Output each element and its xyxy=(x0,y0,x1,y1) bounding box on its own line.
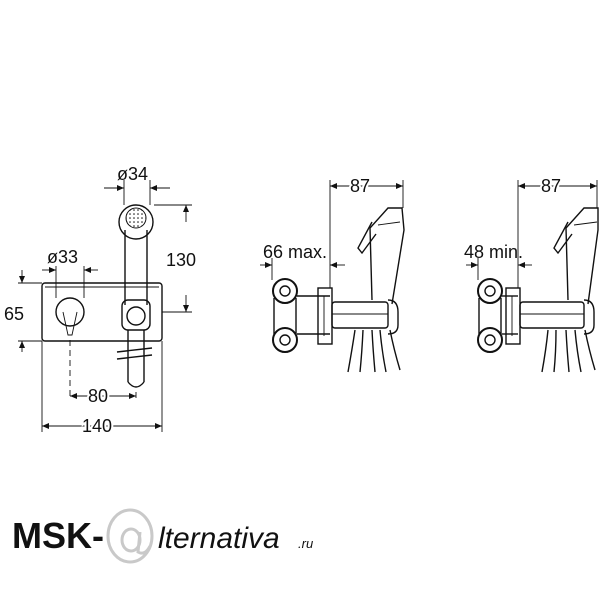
pipe-fitting-top xyxy=(477,278,503,304)
watermark-brand: MSK- xyxy=(12,515,104,556)
shower-head xyxy=(118,204,154,240)
watermark-suffix: .ru xyxy=(298,536,313,551)
dim-head-height: 130 xyxy=(166,250,196,270)
side-view-max: 87 66 max. xyxy=(260,174,405,373)
pipe-fitting-top xyxy=(272,278,298,304)
dim-plate-height: 65 xyxy=(4,304,24,324)
dim-projection-max: 87 xyxy=(350,176,370,196)
front-view: ø34 ø33 65 130 80 140 xyxy=(4,164,196,438)
watermark-at-logo xyxy=(106,508,154,564)
valve-body xyxy=(519,301,585,329)
watermark-script: lternativa xyxy=(158,522,280,555)
dim-plate-width: 140 xyxy=(82,416,112,436)
dim-centers: 80 xyxy=(88,386,108,406)
shower-holder xyxy=(121,299,151,331)
dim-handle-diameter: ø33 xyxy=(47,247,78,267)
valve-body xyxy=(331,301,389,329)
dim-wall-depth-min: 48 min. xyxy=(464,242,523,262)
watermark: MSK- lternativa .ru xyxy=(12,508,313,564)
mixer-handle xyxy=(55,297,85,327)
trigger-lever xyxy=(357,221,377,255)
side-view-min: 87 48 min. xyxy=(464,174,599,373)
dim-head-diameter: ø34 xyxy=(117,164,148,184)
pipe-fitting-bottom xyxy=(272,327,298,353)
dim-projection-min: 87 xyxy=(541,176,561,196)
dim-wall-depth-max: 66 max. xyxy=(263,242,327,262)
pipe-fitting-bottom xyxy=(477,327,503,353)
trigger-lever xyxy=(553,221,573,255)
